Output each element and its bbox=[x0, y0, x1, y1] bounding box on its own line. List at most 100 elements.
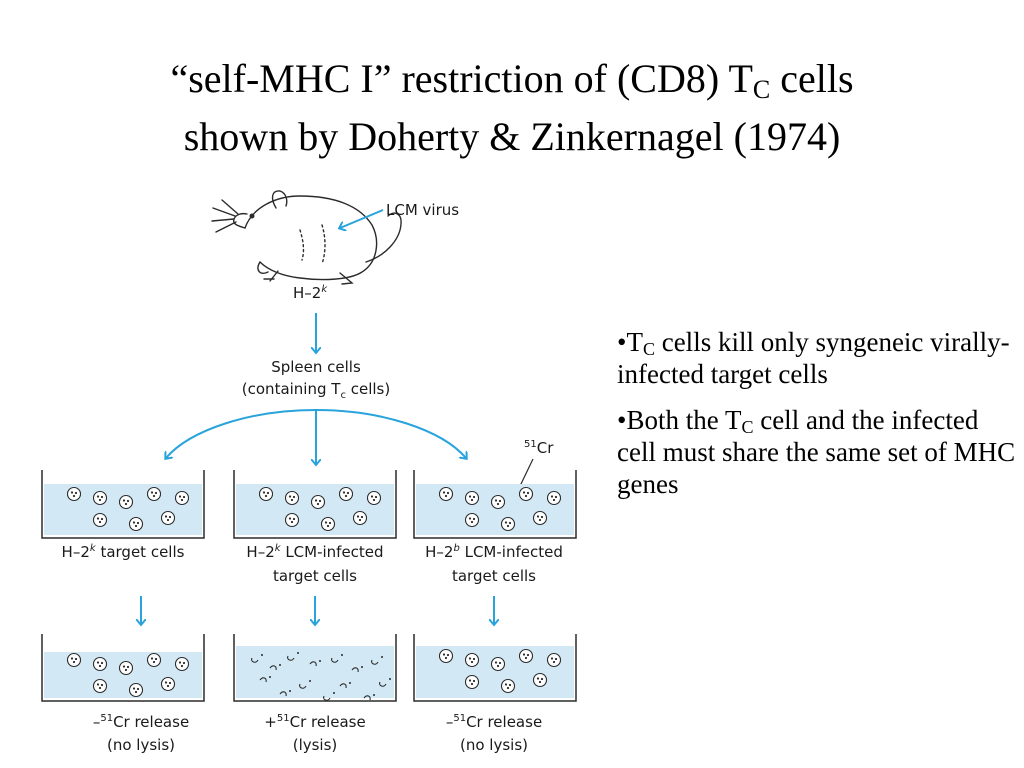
cell-nucleus-dot bbox=[166, 684, 170, 688]
cell-fragment bbox=[323, 695, 331, 701]
cell bbox=[284, 512, 300, 528]
cell bbox=[320, 516, 336, 532]
virus-label: LCM virus bbox=[386, 201, 459, 219]
cell-nucleus-dot bbox=[496, 502, 500, 506]
cell-nucleus-dot bbox=[150, 491, 154, 494]
cell bbox=[546, 490, 562, 506]
cell bbox=[464, 674, 480, 690]
cell-nucleus-dot bbox=[124, 502, 128, 506]
cell-nucleus-dot bbox=[74, 491, 78, 495]
virus-arrow bbox=[340, 209, 384, 228]
cell-nucleus-dot bbox=[444, 656, 448, 660]
cell-nucleus-dot bbox=[468, 657, 472, 660]
cell-nucleus-dot bbox=[74, 657, 78, 661]
cell-nucleus-dot bbox=[522, 653, 526, 656]
cell-nucleus-dot bbox=[442, 491, 446, 494]
cell-nucleus-dot bbox=[324, 521, 328, 524]
cell-nucleus-dot bbox=[344, 494, 348, 498]
cell-nucleus-dot bbox=[98, 686, 102, 690]
cell-nucleus-dot bbox=[266, 491, 270, 495]
spleen-label-line1: Spleen cells bbox=[271, 358, 361, 376]
cell-nucleus-dot bbox=[552, 498, 556, 502]
cell-nucleus-dot bbox=[508, 683, 512, 687]
cell bbox=[128, 516, 144, 532]
released-chromium-dot bbox=[309, 680, 311, 682]
cell-nucleus-dot bbox=[554, 657, 558, 661]
cell-nucleus-dot bbox=[326, 524, 330, 528]
cell-nucleus-dot bbox=[98, 520, 102, 524]
cell bbox=[464, 652, 480, 668]
released-chromium-dot bbox=[289, 690, 291, 692]
cell-nucleus-dot bbox=[164, 515, 168, 518]
cell-nucleus-dot bbox=[126, 499, 130, 503]
released-chromium-dot bbox=[349, 682, 351, 684]
upper-well-1 bbox=[41, 470, 205, 539]
cell-nucleus-dot bbox=[526, 491, 530, 495]
cell bbox=[258, 486, 274, 502]
cell-nucleus-dot bbox=[524, 494, 528, 498]
result-1-line2: (no lysis) bbox=[107, 736, 175, 754]
spleen-label-line2: (containing Tc cells) bbox=[242, 380, 390, 401]
cell bbox=[352, 510, 368, 526]
cell-nucleus-dot bbox=[292, 495, 296, 499]
cell-nucleus-dot bbox=[554, 495, 558, 499]
cell-nucleus-dot bbox=[470, 682, 474, 686]
cell bbox=[518, 648, 534, 664]
cell-nucleus-dot bbox=[504, 521, 508, 524]
cell-nucleus-dot bbox=[134, 690, 138, 694]
cell bbox=[310, 494, 326, 510]
cell-nucleus-dot bbox=[318, 499, 322, 503]
cell bbox=[464, 490, 480, 506]
cell-nucleus-dot bbox=[152, 660, 156, 664]
cell-fragment bbox=[259, 677, 267, 683]
well-3-label-line2: target cells bbox=[452, 567, 536, 585]
cell bbox=[464, 512, 480, 528]
cell bbox=[66, 486, 82, 502]
cell-nucleus-dot bbox=[358, 518, 362, 522]
title-text-end: cells bbox=[770, 56, 854, 101]
cr-marker-label: 51Cr bbox=[524, 439, 554, 457]
released-chromium-dot bbox=[279, 664, 281, 666]
cell-nucleus-dot bbox=[536, 677, 540, 680]
cell-nucleus-dot bbox=[446, 653, 450, 657]
cell-nucleus-dot bbox=[136, 687, 140, 691]
cell bbox=[160, 510, 176, 526]
cell-nucleus-dot bbox=[178, 661, 182, 664]
cell-nucleus-dot bbox=[290, 520, 294, 524]
cell-nucleus-dot bbox=[292, 517, 296, 521]
cell-nucleus-dot bbox=[522, 491, 526, 494]
cell-nucleus-dot bbox=[506, 524, 510, 528]
cr-marker-pointer bbox=[519, 458, 534, 487]
cell bbox=[518, 486, 534, 502]
released-chromium-dot bbox=[261, 654, 263, 656]
cell-nucleus-dot bbox=[182, 661, 186, 665]
cell-nucleus-dot bbox=[472, 657, 476, 661]
mouse-strain-label: H–2k bbox=[293, 284, 328, 302]
cell-nucleus-dot bbox=[182, 495, 186, 499]
cell bbox=[118, 660, 134, 676]
infected-cells bbox=[438, 648, 562, 694]
cell-nucleus-dot bbox=[72, 660, 76, 664]
cell bbox=[160, 676, 176, 692]
cell-nucleus-dot bbox=[154, 491, 158, 495]
lower-well-3 bbox=[413, 634, 577, 702]
cell-nucleus-dot bbox=[132, 687, 136, 690]
cell-fragment bbox=[251, 657, 259, 663]
cell-nucleus-dot bbox=[540, 677, 544, 681]
cell-nucleus-dot bbox=[374, 495, 378, 499]
mouse-illustration bbox=[211, 190, 402, 285]
result-2-line1: +51Cr release bbox=[264, 713, 365, 731]
well-1-label-line1: H–2k target cells bbox=[62, 543, 185, 561]
cell-fragment bbox=[287, 655, 295, 661]
cell-nucleus-dot bbox=[538, 518, 542, 522]
cell-nucleus-dot bbox=[70, 657, 74, 660]
cell-nucleus-dot bbox=[70, 491, 74, 494]
cell-nucleus-dot bbox=[524, 656, 528, 660]
cell bbox=[92, 512, 108, 528]
released-chromium-dot bbox=[341, 654, 343, 656]
cell-nucleus-dot bbox=[538, 680, 542, 684]
cell-nucleus-dot bbox=[96, 683, 100, 686]
slide-title: “self-MHC I” restriction of (CD8) TC cel… bbox=[0, 50, 1024, 166]
lysed-cell-fragments bbox=[251, 652, 391, 701]
cell-nucleus-dot bbox=[166, 518, 170, 522]
